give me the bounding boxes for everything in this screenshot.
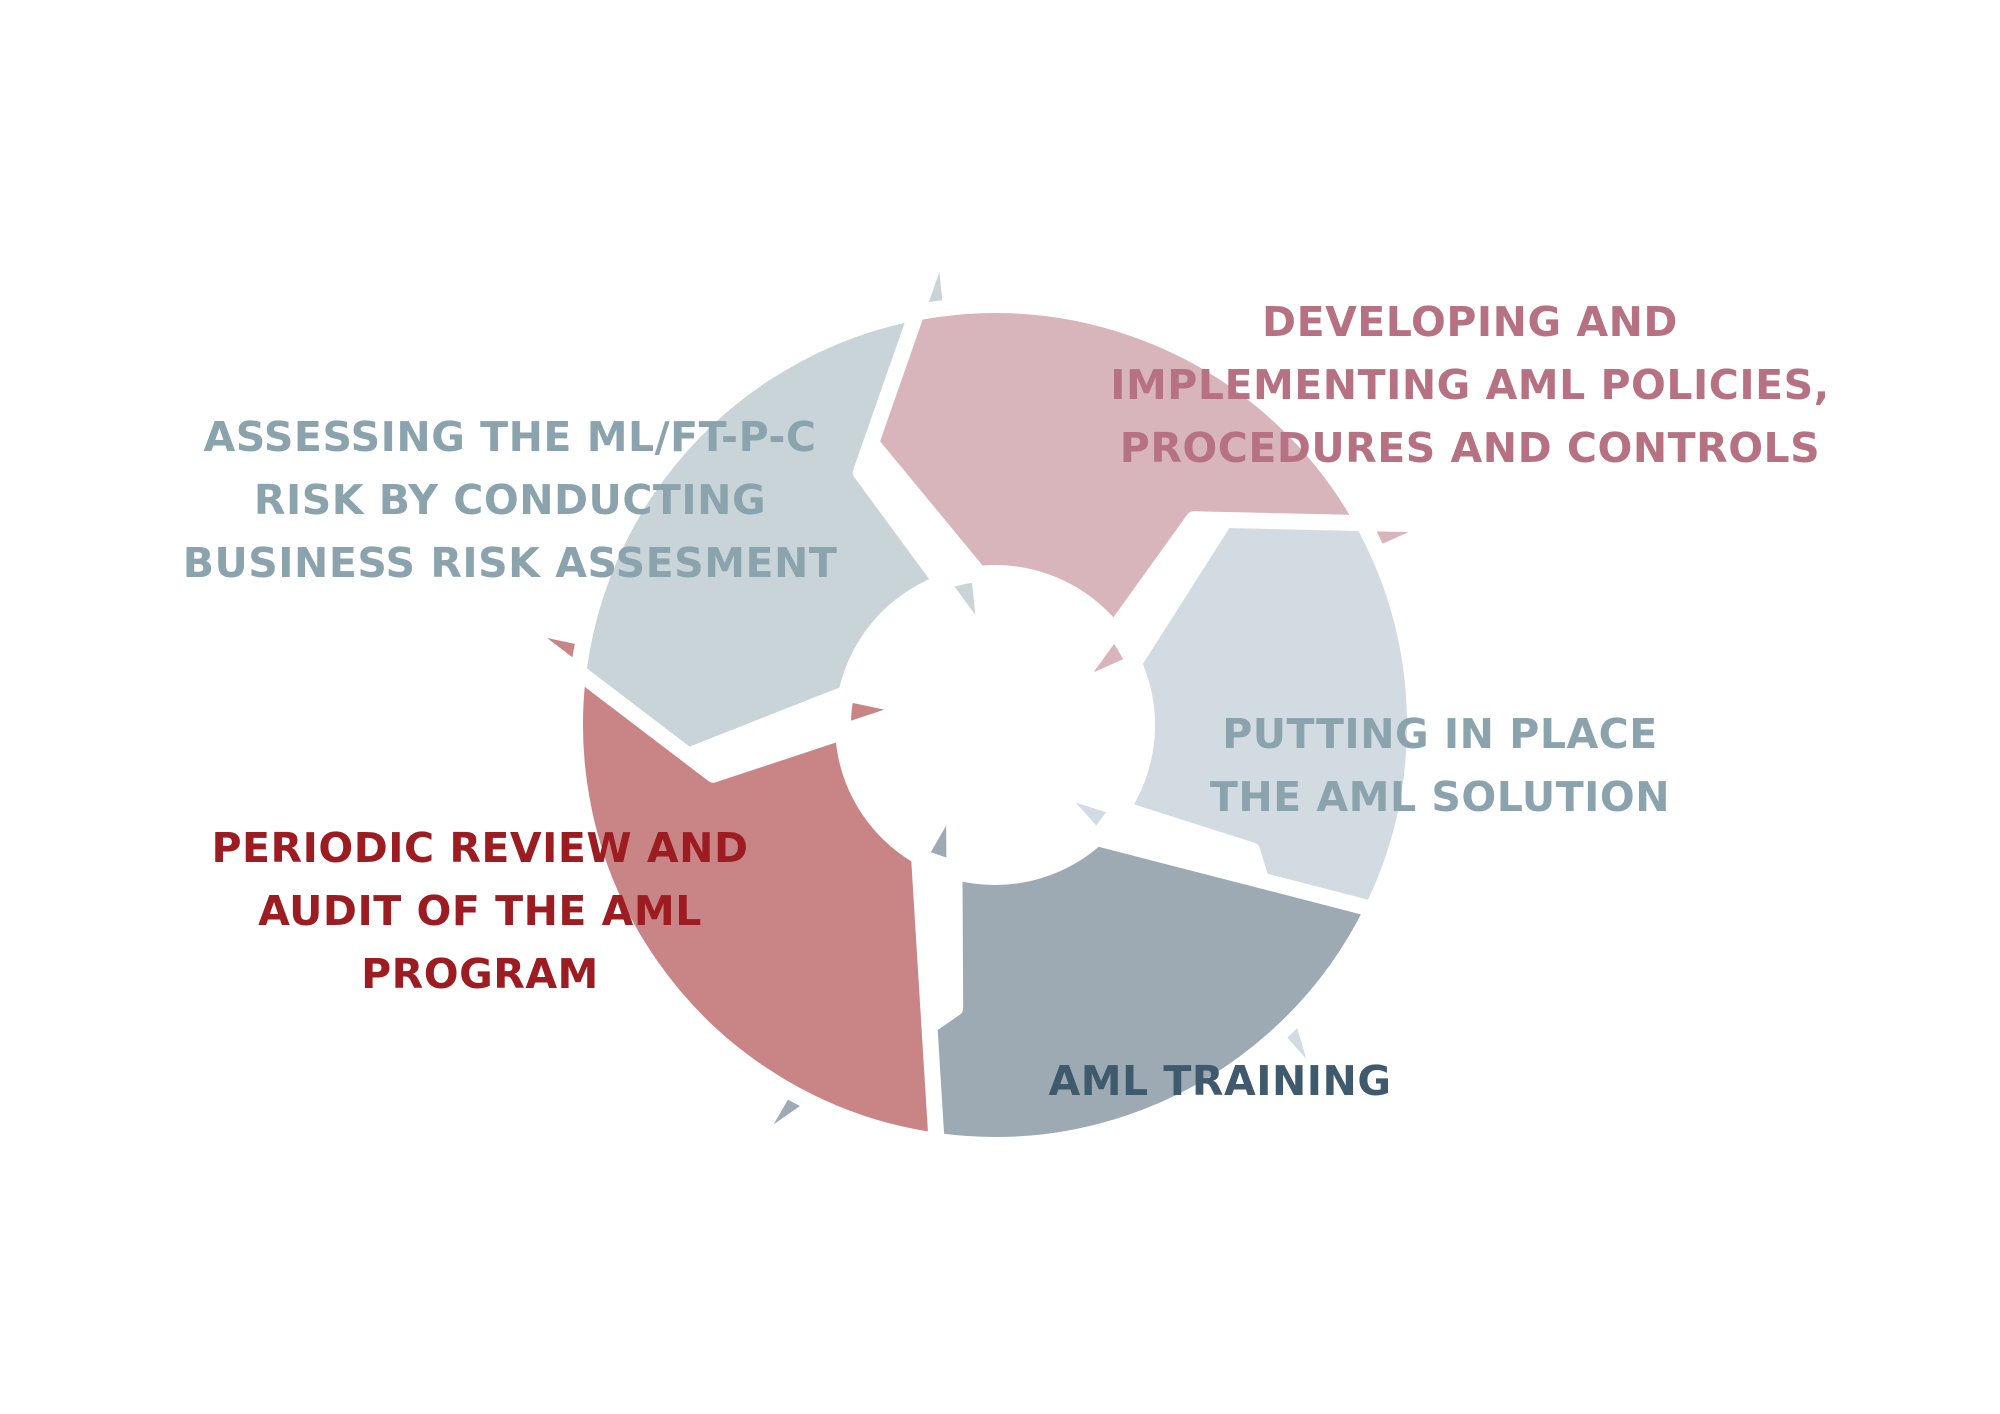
step-label-aml-solution: PUTTING IN PLACE THE AML SOLUTION bbox=[1160, 703, 1720, 829]
step-label-line: PUTTING IN PLACE bbox=[1222, 710, 1658, 758]
step-label-line: AUDIT OF THE AML bbox=[258, 887, 702, 935]
step-label-line: PROCEDURES AND CONTROLS bbox=[1119, 424, 1821, 472]
step-label-aml-training: AML TRAINING bbox=[1010, 1050, 1430, 1113]
step-label-line: THE AML SOLUTION bbox=[1209, 773, 1671, 821]
step-label-line: DEVELOPING AND bbox=[1262, 298, 1678, 346]
step-label-line: RISK BY CONDUCTING bbox=[253, 476, 767, 524]
arrow-segment-periodic-review bbox=[505, 614, 982, 1149]
step-label-periodic-review: PERIODIC REVIEW AND AUDIT OF THE AML PRO… bbox=[170, 817, 790, 1006]
step-label-line: PERIODIC REVIEW AND bbox=[211, 824, 749, 872]
step-label-line: BUSINESS RISK ASSESMENT bbox=[182, 539, 838, 587]
step-label-risk-assessment: ASSESSING THE ML/FT-P-C RISK BY CONDUCTI… bbox=[150, 406, 870, 595]
arrow-segment-aml-policies bbox=[789, 297, 1453, 700]
step-label-line: ASSESSING THE ML/FT-P-C bbox=[203, 413, 817, 461]
step-label-aml-policies: DEVELOPING AND IMPLEMENTING AML POLICIES… bbox=[1080, 291, 1860, 480]
step-label-line: AML TRAINING bbox=[1048, 1057, 1392, 1105]
step-label-line: IMPLEMENTING AML POLICIES, bbox=[1110, 361, 1830, 409]
step-label-line: PROGRAM bbox=[361, 950, 599, 998]
arrow-segment-risk-assessment bbox=[567, 227, 995, 806]
